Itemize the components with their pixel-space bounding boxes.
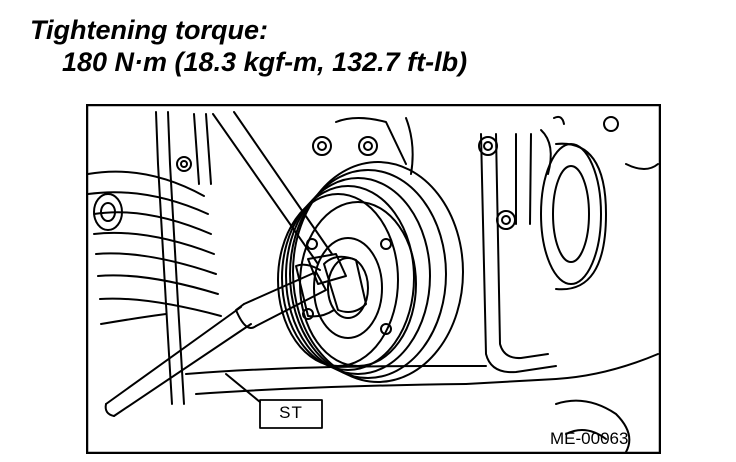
crank-pulley-wrench-icon bbox=[86, 104, 661, 454]
figure-id: ME-00063 bbox=[550, 429, 629, 448]
special-tool-callout: ST bbox=[279, 403, 303, 422]
torque-value: 180 N·m (18.3 kgf-m, 132.7 ft-lb) bbox=[62, 47, 468, 77]
pulley-illustration bbox=[86, 104, 661, 454]
torque-label: Tightening torque: bbox=[30, 15, 268, 45]
torque-heading: Tightening torque: 180 N·m (18.3 kgf-m, … bbox=[30, 14, 467, 78]
